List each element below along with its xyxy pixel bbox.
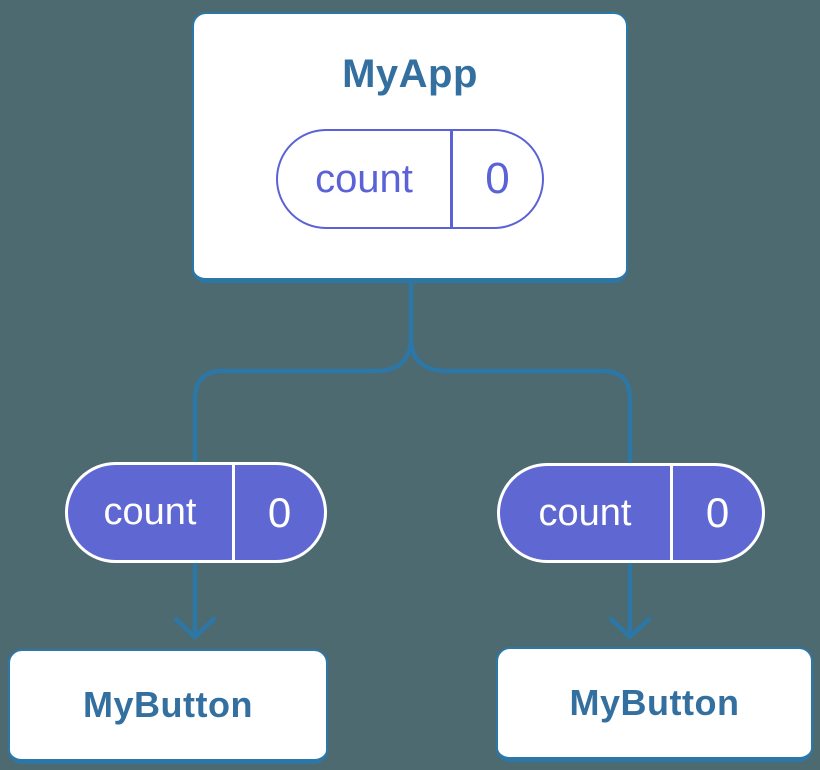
arrow-down-icon	[608, 616, 652, 640]
node-title: MyButton	[83, 684, 253, 725]
prop-value-label: 0	[485, 154, 510, 203]
node-card-myapp: MyApp count 0	[192, 12, 628, 283]
state-pill-segment: 0	[453, 131, 542, 227]
prop-pill-segment: count	[500, 466, 670, 560]
state-pill-root: count 0	[276, 129, 544, 229]
prop-name-label: count	[103, 491, 197, 533]
prop-value-label: 0	[705, 489, 730, 536]
pill-divider	[232, 465, 235, 560]
node-title: MyButton	[569, 682, 740, 723]
prop-pill-segment: 0	[673, 466, 762, 560]
prop-name-label: count	[538, 491, 632, 534]
pill-divider	[670, 466, 673, 560]
node-card-mybutton-left: MyButton	[8, 649, 328, 764]
connector-left-branch	[192, 278, 414, 634]
node-card-mybutton-right: MyButton	[496, 647, 813, 762]
node-title: MyApp	[342, 52, 478, 96]
arrow-down-icon	[173, 616, 217, 640]
prop-pill-left: count 0	[65, 462, 327, 563]
prop-name-label: count	[315, 156, 413, 201]
prop-pill-segment: count	[68, 465, 232, 560]
pill-divider	[450, 131, 453, 227]
prop-value-label: 0	[267, 488, 292, 536]
prop-pill-right: count 0	[497, 463, 765, 563]
prop-pill-segment: 0	[235, 465, 324, 560]
state-pill-segment: count	[278, 131, 450, 227]
